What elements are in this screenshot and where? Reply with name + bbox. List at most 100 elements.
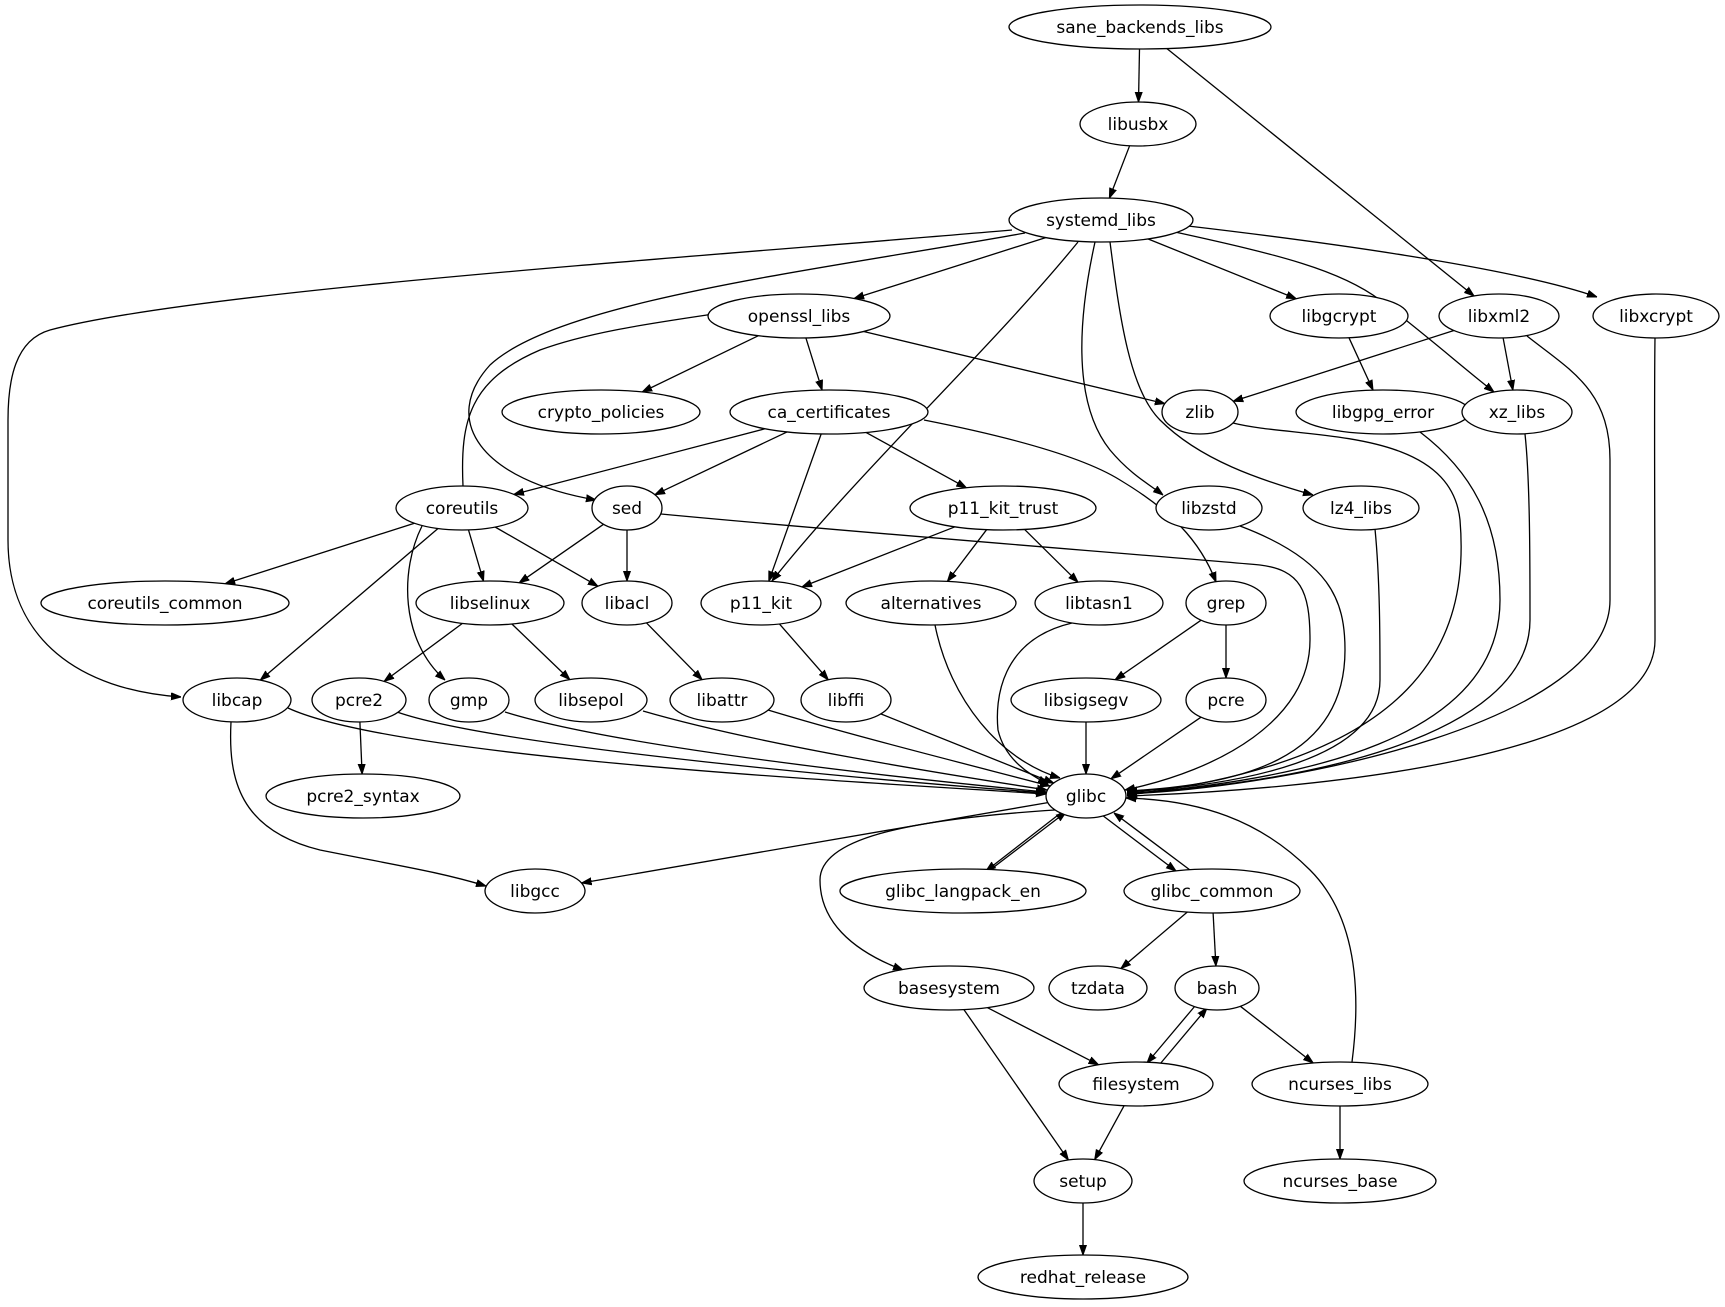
node-label: sed	[612, 499, 642, 519]
node-shape	[1058, 1061, 1214, 1107]
node-shape	[700, 580, 822, 626]
edge-coreutils-to-libacl	[494, 526, 598, 586]
edge-bash-to-ncurses_libs	[1240, 1005, 1313, 1063]
edge-systemd_libs-to-lz4_libs	[1109, 241, 1313, 495]
edge-sed-to-libselinux	[519, 523, 604, 583]
edge-glibc_common-to-glibc	[1114, 813, 1191, 871]
node-label: ncurses_base	[1282, 1172, 1397, 1192]
node-label: libsigsegv	[1044, 691, 1129, 711]
node-libgcc[interactable]: libgcc	[484, 868, 586, 914]
node-setup[interactable]: setup	[1033, 1158, 1133, 1204]
node-libsigsegv[interactable]: libsigsegv	[1010, 677, 1162, 723]
node-sane_backends_libs[interactable]: sane_backends_libs	[1008, 4, 1272, 50]
node-shape	[428, 677, 510, 723]
node-shape	[1079, 101, 1197, 147]
node-pcre2_syntax[interactable]: pcre2_syntax	[265, 773, 461, 819]
node-glibc[interactable]: glibc	[1045, 773, 1127, 819]
edge-libcap-to-libgcc	[229, 721, 486, 886]
node-shape	[1010, 677, 1162, 723]
node-shape	[845, 580, 1017, 626]
node-shape	[729, 389, 929, 435]
node-crypto_policies[interactable]: crypto_policies	[501, 389, 701, 435]
node-label: pcre2	[335, 691, 383, 711]
node-libacl[interactable]: libacl	[581, 580, 673, 626]
node-ncurses_base[interactable]: ncurses_base	[1243, 1158, 1437, 1204]
node-libxml2[interactable]: libxml2	[1438, 293, 1560, 339]
node-bash[interactable]: bash	[1174, 965, 1260, 1011]
node-label: glibc_langpack_en	[885, 882, 1041, 902]
node-label: coreutils_common	[87, 594, 242, 614]
node-label: libgcc	[510, 882, 560, 902]
node-label: p11_kit_trust	[948, 499, 1059, 519]
node-libusbx[interactable]: libusbx	[1079, 101, 1197, 147]
node-shape	[977, 1254, 1189, 1300]
node-shape	[484, 868, 586, 914]
node-basesystem[interactable]: basesystem	[863, 965, 1035, 1011]
node-glibc_langpack_en[interactable]: glibc_langpack_en	[839, 868, 1087, 914]
node-libzstd[interactable]: libzstd	[1155, 485, 1263, 531]
node-filesystem[interactable]: filesystem	[1058, 1061, 1214, 1107]
edge-pcre2-to-glibc	[396, 711, 1046, 793]
node-shape	[1155, 485, 1263, 531]
edge-glibc-to-glibc_common	[1101, 814, 1176, 871]
edge-libxml2-to-xz_libs	[1502, 337, 1513, 390]
node-pcre[interactable]: pcre	[1185, 677, 1267, 723]
node-systemd_libs[interactable]: systemd_libs	[1008, 197, 1194, 243]
node-p11_kit_trust[interactable]: p11_kit_trust	[909, 485, 1097, 531]
node-shape	[415, 580, 565, 626]
node-label: zlib	[1185, 403, 1214, 423]
node-label: xz_libs	[1489, 403, 1546, 423]
node-ca_certificates[interactable]: ca_certificates	[729, 389, 929, 435]
edge-sane_backends_libs-to-libusbx	[1139, 48, 1140, 102]
edge-libxcrypt-to-glibc	[1127, 337, 1656, 796]
node-pcre2[interactable]: pcre2	[311, 677, 407, 723]
node-libselinux[interactable]: libselinux	[415, 580, 565, 626]
edge-alternatives-to-glibc	[934, 624, 1060, 778]
node-p11_kit[interactable]: p11_kit	[700, 580, 822, 626]
node-shape	[1461, 389, 1573, 435]
node-grep[interactable]: grep	[1185, 580, 1267, 626]
edge-basesystem-to-filesystem	[987, 1007, 1098, 1065]
node-shape	[1174, 965, 1260, 1011]
node-alternatives[interactable]: alternatives	[845, 580, 1017, 626]
node-libcap[interactable]: libcap	[182, 677, 292, 723]
edge-glibc_common-to-bash	[1213, 912, 1216, 966]
edge-ca_certificates-to-coreutils	[514, 428, 766, 495]
node-shape	[581, 580, 673, 626]
node-libgpg_error[interactable]: libgpg_error	[1295, 389, 1471, 435]
node-openssl_libs[interactable]: openssl_libs	[707, 293, 891, 339]
node-shape	[1592, 293, 1720, 339]
node-xz_libs[interactable]: xz_libs	[1461, 389, 1573, 435]
node-libffi[interactable]: libffi	[800, 677, 892, 723]
edge-libselinux-to-pcre2	[384, 622, 463, 681]
node-shape	[1008, 197, 1194, 243]
edge-ca_certificates-to-grep	[923, 419, 1217, 582]
node-libsepol[interactable]: libsepol	[534, 677, 648, 723]
node-ncurses_libs[interactable]: ncurses_libs	[1251, 1061, 1429, 1107]
node-shape	[669, 677, 775, 723]
node-shape	[1048, 965, 1148, 1011]
node-shape	[909, 485, 1097, 531]
node-redhat_release[interactable]: redhat_release	[977, 1254, 1189, 1300]
edge-libtasn1-to-glibc	[996, 622, 1073, 784]
node-libgcrypt[interactable]: libgcrypt	[1269, 293, 1409, 339]
node-libxcrypt[interactable]: libxcrypt	[1592, 293, 1720, 339]
edge-ca_certificates-to-p11_kit_trust	[865, 431, 966, 487]
edge-sane_backends_libs-to-libxml2	[1166, 47, 1474, 297]
node-libattr[interactable]: libattr	[669, 677, 775, 723]
node-shape	[863, 965, 1035, 1011]
node-coreutils[interactable]: coreutils	[395, 485, 529, 531]
node-glibc_common[interactable]: glibc_common	[1123, 868, 1301, 914]
node-shape	[591, 485, 663, 531]
node-shape	[1034, 580, 1164, 626]
node-label: gmp	[450, 691, 488, 711]
node-label: glibc_common	[1151, 882, 1274, 902]
node-libtasn1[interactable]: libtasn1	[1034, 580, 1164, 626]
node-sed[interactable]: sed	[591, 485, 663, 531]
node-lz4_libs[interactable]: lz4_libs	[1302, 485, 1420, 531]
node-coreutils_common[interactable]: coreutils_common	[40, 580, 290, 626]
node-zlib[interactable]: zlib	[1161, 389, 1239, 435]
node-gmp[interactable]: gmp	[428, 677, 510, 723]
node-label: systemd_libs	[1046, 211, 1156, 231]
node-tzdata[interactable]: tzdata	[1048, 965, 1148, 1011]
